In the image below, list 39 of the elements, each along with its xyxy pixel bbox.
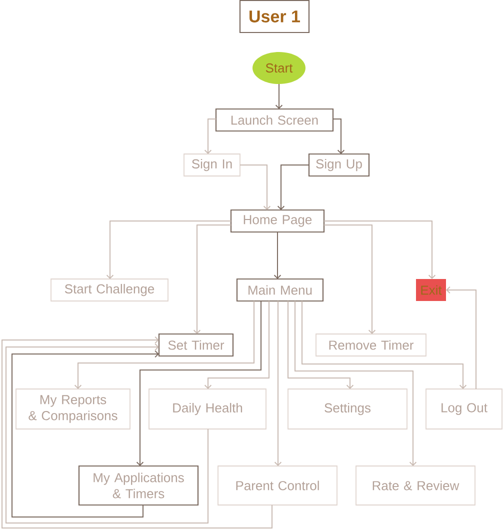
process-box: Remove Timer bbox=[316, 334, 426, 356]
connector-arrow bbox=[302, 300, 467, 389]
connector-arrow bbox=[288, 300, 354, 389]
connector-arrow bbox=[193, 224, 232, 334]
process-box: My Applications & Timers bbox=[78, 465, 199, 506]
connector-arrow bbox=[275, 84, 283, 109]
process-box: Start Challenge bbox=[50, 278, 168, 302]
connector-arrow bbox=[324, 220, 436, 279]
process-box: Sign In bbox=[184, 154, 240, 176]
process-box: Set Timer bbox=[158, 333, 234, 357]
process-box: Parent Control bbox=[218, 466, 338, 506]
connector-arrow bbox=[332, 118, 345, 154]
connector-arrow bbox=[106, 220, 232, 279]
connector-arrow bbox=[324, 224, 376, 334]
connector-arrow bbox=[446, 286, 476, 390]
connector-arrow bbox=[277, 164, 310, 210]
connector-arrow bbox=[240, 164, 271, 210]
process-box: Settings bbox=[288, 388, 408, 430]
process-box: Home Page bbox=[230, 209, 325, 233]
connector-arrow bbox=[6, 343, 208, 524]
connector-arrow bbox=[294, 300, 417, 466]
process-box: Main Menu bbox=[236, 278, 324, 302]
process-box: Daily Health bbox=[148, 388, 266, 430]
process-box: Launch Screen bbox=[215, 108, 334, 132]
process-box: Rate & Review bbox=[356, 466, 476, 506]
connector-arrow bbox=[74, 300, 254, 389]
process-box: Sign Up bbox=[308, 153, 370, 177]
connector-arrow bbox=[136, 300, 262, 466]
connector-arrow bbox=[2, 336, 272, 528]
connector-arrow bbox=[12, 350, 159, 518]
connector-arrow bbox=[204, 118, 216, 154]
connector-arrow bbox=[274, 232, 282, 279]
connector-arrow bbox=[274, 300, 282, 466]
start-oval: Start bbox=[252, 52, 306, 84]
highlighted-box: Exit bbox=[416, 279, 446, 301]
process-box: My Reports & Comparisons bbox=[16, 388, 130, 430]
connector-arrow bbox=[204, 300, 270, 389]
title-box: User 1 bbox=[239, 0, 310, 34]
process-box: Log Out bbox=[426, 388, 502, 430]
